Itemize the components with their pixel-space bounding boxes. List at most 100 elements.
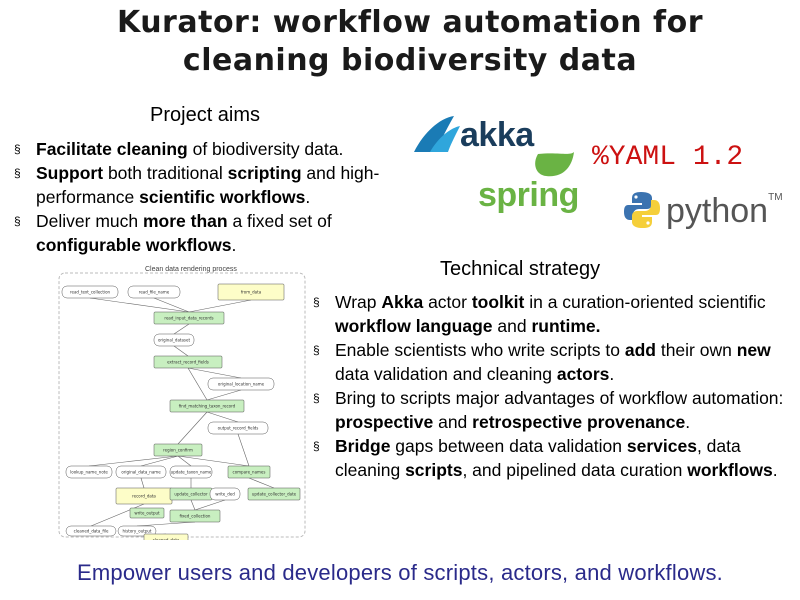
diagram-edge [173, 345, 189, 357]
aim-item: §Deliver much more than a fixed set of c… [6, 209, 416, 257]
bullet-icon: § [14, 142, 21, 156]
aims-list: §Facilitate cleaning of biodiversity dat… [6, 137, 416, 257]
bold-text: runtime. [531, 316, 601, 336]
diagram-edge [188, 299, 252, 313]
text-run: a fixed set of [227, 211, 332, 231]
bold-text: scripts [405, 460, 463, 480]
strategy-list: §Wrap Akka actor toolkit in a curation-o… [305, 290, 785, 482]
diagram-node-box [207, 377, 275, 391]
spring-logo-icon [535, 152, 574, 177]
diagram-node-box [65, 525, 117, 537]
bullet-icon: § [14, 214, 21, 228]
bold-text: workflow language [335, 316, 493, 336]
diagram-node-box [209, 487, 241, 501]
diagram-edge [90, 503, 145, 527]
diagram-node: cleaned_data [143, 533, 189, 541]
diagram-edge [187, 367, 208, 401]
diagram-node-box [247, 487, 301, 501]
diagram-node-label: read_file_name [139, 290, 170, 295]
diagram-node: read_file_name [127, 285, 181, 299]
python-logo-icon [624, 192, 660, 228]
diagram-edge [237, 433, 250, 467]
diagram-node: write_ded [209, 487, 241, 501]
bold-text: Bridge [335, 436, 391, 456]
bullet-icon: § [313, 343, 320, 357]
diagram-node-label: find_matching_taxon_record [179, 404, 236, 409]
diagram-edge [153, 297, 190, 313]
bold-text: new [736, 340, 771, 360]
diagram-node: write_output [129, 507, 165, 519]
diagram-node-box [153, 311, 225, 325]
diagram-node-label: update_collector [174, 492, 208, 497]
text-run: in a curation-oriented scientific [524, 292, 766, 312]
text-run: their own [655, 340, 737, 360]
python-wordmark: python [666, 192, 769, 230]
diagram-node-box [169, 509, 221, 523]
diagram-node-label: original_location_name [218, 382, 265, 387]
diagram-node-box [129, 507, 165, 519]
text-run: . [685, 412, 691, 432]
bullet-icon: § [313, 439, 320, 453]
strategy-item: §Bridge gaps between data validation ser… [305, 434, 785, 482]
diagram-node-label: update_taxon_name [171, 470, 212, 475]
slide-title: Kurator: workflow automation for cleanin… [60, 4, 760, 80]
tagline: Empower users and developers of scripts,… [77, 560, 723, 585]
text-run: actor [423, 292, 472, 312]
diagram-node-box [153, 443, 203, 457]
akka-logo-text: akka [460, 116, 534, 154]
diagram-node: update_collector [169, 487, 213, 501]
diagram-caption: Clean data rendering process [145, 266, 237, 273]
text-run: and [492, 316, 532, 336]
diagram-node-label: cleaned_data_file [74, 529, 109, 534]
text-run: both traditional [103, 163, 228, 183]
diagram-node-label: region_confirm [163, 448, 193, 453]
diagram-node-label: extract_record_fields [167, 360, 209, 365]
bullet-icon: § [313, 391, 320, 405]
text-run: Bring to scripts major advantages of wor… [335, 388, 784, 408]
diagram-node-label: original_dataset [158, 338, 191, 343]
bold-text: prospective [335, 412, 434, 432]
text-run: data validation and cleaning [335, 364, 557, 384]
diagram-edge [187, 367, 242, 379]
yaml-logo-text: %YAML 1.2 [592, 142, 744, 173]
diagram-edge [177, 455, 250, 467]
bold-text: actors [556, 364, 610, 384]
text-run: , and pipelined data curation [462, 460, 688, 480]
diagram-node: original_location_name [207, 377, 275, 391]
diagram-edge [88, 455, 179, 467]
aims-heading: Project aims [150, 104, 261, 126]
bold-text: more than [142, 211, 228, 231]
diagram-edge [248, 477, 275, 489]
bullet-icon: § [313, 295, 320, 309]
diagram-edge [194, 499, 226, 511]
diagram-node-label: cleaned_data [153, 538, 180, 541]
diagram-node-label: history_output [123, 529, 152, 534]
text-run: , data cleaning [335, 436, 741, 480]
bold-text: toolkit [471, 292, 525, 312]
diagram-node-box [217, 283, 285, 301]
bold-text: scripting [227, 163, 302, 183]
diagram-node-box [207, 421, 269, 435]
bold-text: configurable workflows [36, 235, 232, 255]
bold-text: Support [36, 163, 104, 183]
diagram-edge [136, 521, 196, 527]
diagram-edge [173, 323, 190, 335]
diagram-node: fixed_collection [169, 509, 221, 523]
python-logo-text: pythonTM [666, 192, 783, 231]
strategy-item: § Bring to scripts major advantages of wo… [305, 386, 785, 434]
diagram-node-label: from_data [241, 290, 262, 295]
diagram-node: update_taxon_name [169, 465, 213, 479]
diagram-node-box [143, 533, 189, 540]
diagram-node-box [117, 525, 157, 537]
text-run: gaps between data validation [390, 436, 627, 456]
akka-logo-icon [414, 116, 460, 152]
diagram-node-box [153, 333, 195, 347]
strategy-item: §Wrap Akka actor toolkit in a curation-o… [305, 290, 785, 338]
bold-text: add [624, 340, 656, 360]
text-run: and [433, 412, 473, 432]
text-run: Enable scientists who write scripts to [335, 340, 625, 360]
bold-text: scientific workflows [139, 187, 306, 207]
title-line-2: cleaning biodiversity data [182, 43, 638, 78]
diagram-node: find_matching_taxon_record [169, 399, 245, 413]
